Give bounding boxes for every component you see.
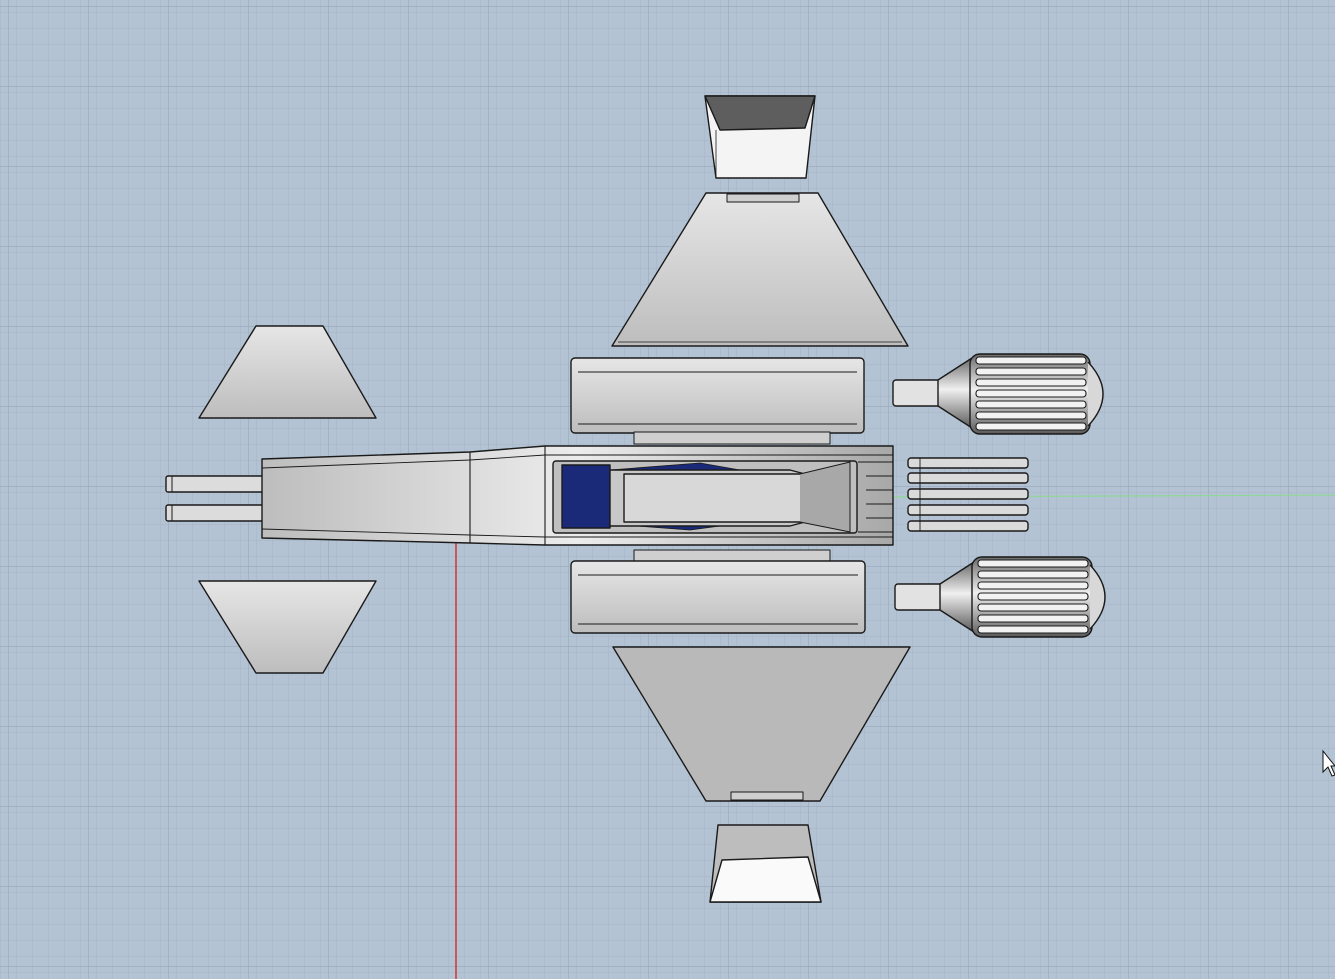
left-wing-lower[interactable]: [198, 580, 377, 674]
top-wing-upper[interactable]: [611, 192, 909, 347]
left-wing-upper[interactable]: [198, 325, 377, 419]
engine-upper[interactable]: [892, 353, 1104, 435]
exhaust-fins[interactable]: [907, 457, 1029, 532]
side-pod-lower[interactable]: [570, 549, 866, 634]
cockpit-canopy[interactable]: [552, 460, 858, 534]
engine-lower[interactable]: [894, 556, 1106, 638]
arrow-cursor-icon: [1322, 749, 1335, 777]
top-vent-upper[interactable]: [704, 95, 816, 179]
bottom-wing-lower[interactable]: [612, 646, 911, 802]
bottom-vent-lower[interactable]: [709, 824, 822, 903]
side-pod-upper[interactable]: [570, 357, 865, 445]
